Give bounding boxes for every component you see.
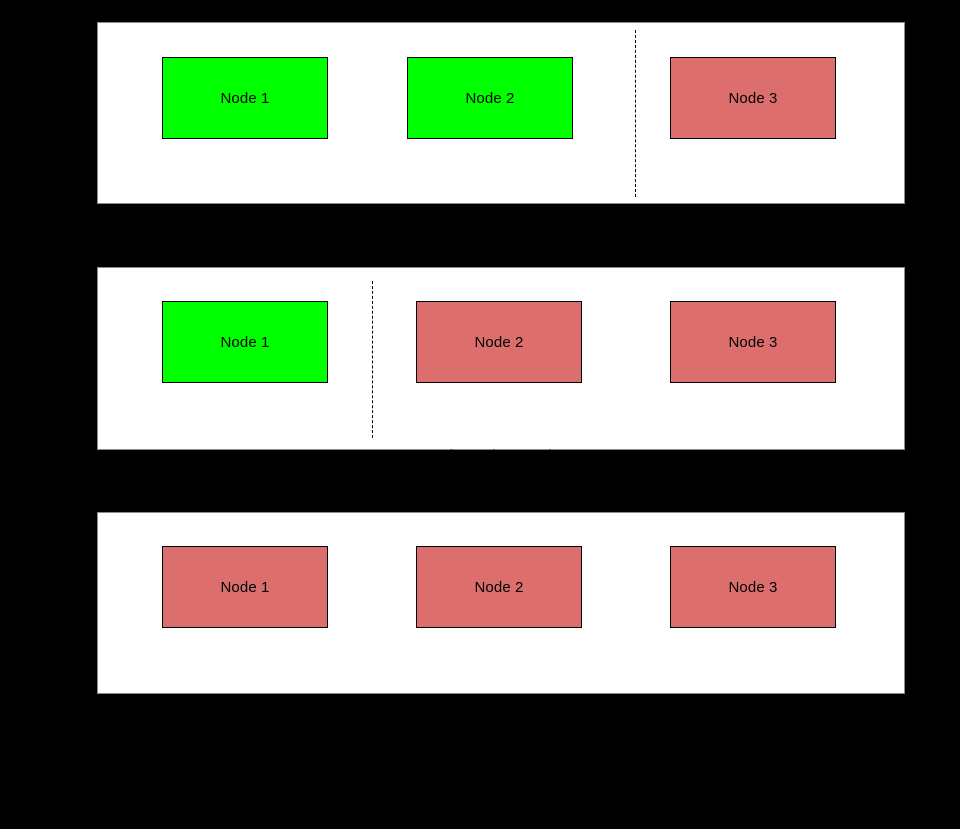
node-box-2: Node 2 (407, 57, 573, 139)
node-box-3: Node 3 (670, 57, 836, 139)
caption-line-1: Two out of 3 nodes are up (421, 217, 601, 234)
node-box-3: Node 3 (670, 301, 836, 383)
quorum-divider-line (635, 30, 636, 197)
caption-line-1: All Nodes are down (433, 694, 569, 711)
node-box-3: Node 3 (670, 546, 836, 628)
scenario-panel-all-down: Node 1 Node 2 Node 3 All Nodes are down … (97, 512, 905, 780)
scenario-caption: All Nodes are down Majority Fails & Clus… (281, 645, 721, 829)
node-box-2: Node 2 (416, 546, 582, 628)
node-box-1: Node 1 (162, 546, 328, 628)
scenario-panel-two-down: Node 1 Node 2 Node 3 Two out of 3 nodes … (97, 267, 905, 534)
node-box-1: Node 1 (162, 57, 328, 139)
caption-line-2: Majority Fails & Cluster Stops (399, 763, 603, 780)
caption-line-1: Two out of 3 nodes are down (381, 448, 581, 465)
diagram-canvas: Node 1 Node 2 Node 3 Two out of 3 nodes … (97, 22, 905, 780)
scenario-panel-two-up: Node 1 Node 2 Node 3 Two out of 3 nodes … (97, 22, 905, 303)
node-box-2: Node 2 (416, 301, 582, 383)
node-box-1: Node 1 (162, 301, 328, 383)
quorum-divider-line (372, 281, 373, 438)
